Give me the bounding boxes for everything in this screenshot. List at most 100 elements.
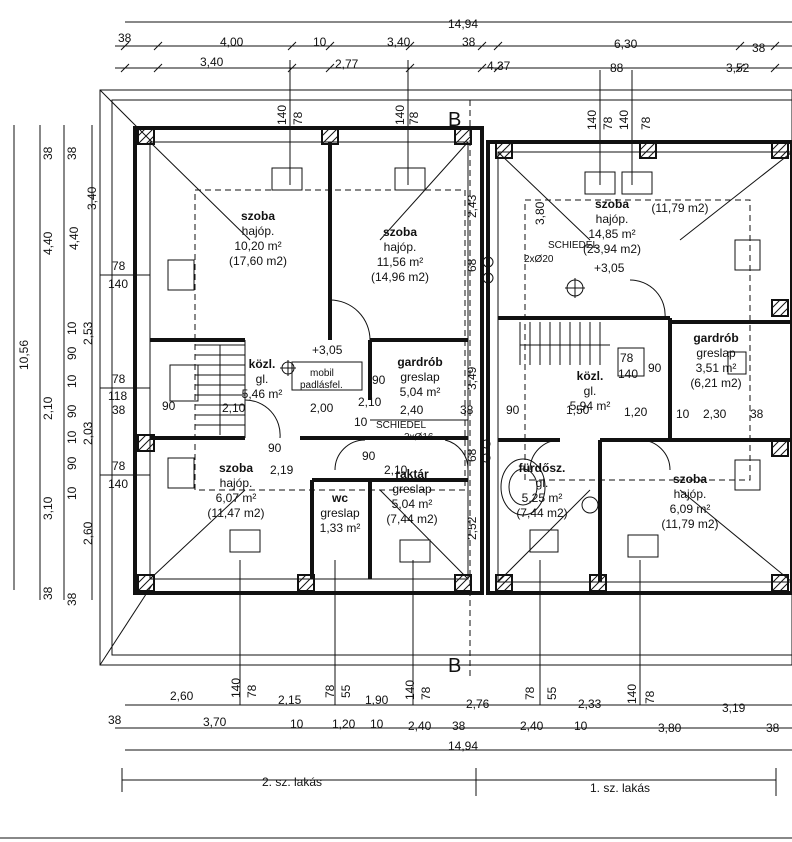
room-detail: hajóp. [242, 224, 275, 238]
bathtub-icon [500, 458, 546, 516]
schiedel-sub-2: 2xØ16 [404, 432, 434, 443]
level-mark-1: +3,05 [312, 343, 343, 357]
room-name: wc [331, 491, 348, 505]
inner-dim-38: 38 [460, 403, 474, 417]
room-detail: 14,85 m² [588, 227, 635, 241]
top-mark-6: 78 [601, 116, 615, 130]
left-third-4: 38 [65, 592, 79, 606]
bottom-mark-9: 140 [625, 684, 639, 704]
room-detail: hajóp. [220, 476, 253, 490]
toilet-icon [581, 496, 599, 514]
inner-dim-4: 1,50 [566, 403, 590, 417]
top-dim-7: 38 [752, 41, 766, 55]
room-name: fürdősz. [519, 461, 566, 475]
center-dim-3: 68 [465, 448, 479, 462]
left-wall-118: 118 [108, 389, 127, 403]
bottom-dim2-6: 2,40 [408, 719, 432, 733]
top-total-dim: 14,94 [448, 17, 478, 31]
room-name: szoba [219, 461, 253, 475]
bottom-window-marks: 140 78 78 55 140 78 78 55 140 78 [229, 560, 657, 705]
top-mark-1: 140 [275, 105, 289, 125]
top-dimensions: 14,94 38 4,00 10 3,40 38 6,30 38 3,40 2,… [115, 17, 792, 75]
top-mark-4: 78 [407, 111, 421, 125]
top-dim2-4: 88 [610, 61, 624, 75]
bottom-dim-2: 2,15 [278, 693, 302, 707]
left-inner-5: 90 [65, 404, 79, 418]
top-dim-4: 3,40 [387, 35, 411, 49]
center-dim-0: 2,43 [465, 194, 479, 218]
attic-hatch [291, 361, 363, 391]
bottom-mark-8: 55 [545, 686, 559, 700]
top-mark-3: 140 [393, 105, 407, 125]
inner-dim-3: 2,40 [400, 403, 424, 417]
columns [137, 127, 789, 592]
top-mark-5: 140 [585, 110, 599, 130]
room-name: közl. [577, 369, 604, 383]
bottom-dim2-7: 38 [452, 719, 466, 733]
room-detail: (23,94 m2) [583, 242, 641, 256]
room-detail: (7,44 m2) [386, 512, 437, 526]
bottom-dim-1: 2,60 [170, 689, 194, 703]
bottom-total-dim: 14,94 [448, 739, 478, 753]
room-detail: 10,20 m² [234, 239, 281, 253]
inner-dim-7: 2,30 [703, 407, 727, 421]
bottom-dim2-9: 10 [574, 719, 588, 733]
bottom-mark-4: 55 [339, 684, 353, 698]
inner-dim-14: 90 [506, 403, 520, 417]
top-dim-6: 6,30 [614, 37, 638, 51]
left-wall-78b: 78 [112, 372, 126, 386]
roof-hips [149, 141, 792, 583]
top-dim2-5: 3,52 [726, 61, 750, 75]
inner-dim-2: 2,10 [358, 395, 382, 409]
bottom-mark-2: 78 [245, 684, 259, 698]
left-dim-a: 3,40 [85, 186, 99, 210]
bottom-mark-7: 78 [523, 686, 537, 700]
schiedel-label-2: SCHIEDEL [376, 420, 426, 431]
bottom-dim2-4: 1,20 [332, 717, 356, 731]
room-detail: 5,04 m² [400, 385, 441, 399]
level-mark-2: +3,05 [594, 261, 625, 275]
bottom-dim-4: 2,76 [466, 697, 490, 711]
room-name: szoba [595, 197, 629, 211]
center-dimensions: 2,43 68 3,49 68 2,52 3,80 [465, 194, 547, 540]
room-detail: greslap [392, 482, 432, 496]
inner-dimensions: 2,10 2,00 2,10 2,40 1,50 1,20 10 2,30 38… [162, 373, 764, 477]
left-third-3: 2,60 [81, 521, 95, 545]
room-detail: (6,21 m2) [690, 376, 741, 390]
room-detail: 5,46 m² [242, 387, 283, 401]
roof-outline [99, 89, 792, 666]
room-detail: 1,33 m² [320, 521, 361, 535]
bottom-dim-5: 2,33 [578, 697, 602, 711]
left-dim-d: 2,10 [41, 396, 55, 420]
left-third-1: 2,53 [81, 321, 95, 345]
inner-dim-0: 2,10 [222, 401, 246, 415]
room-detail: greslap [400, 370, 440, 384]
left-dimensions: 3,40 4,40 10,56 2,10 3,10 4,40 2,53 2,03… [13, 125, 150, 606]
bottom-dim2-8: 2,40 [520, 719, 544, 733]
room-detail: 3,51 m² [696, 361, 737, 375]
center-dim-2: 3,49 [465, 366, 479, 390]
inner-dim-13: 90 [372, 373, 386, 387]
center-dim-4: 2,52 [465, 516, 479, 540]
right-center-dim-0: 3,80 [533, 201, 547, 225]
inner-dim-15: 90 [268, 441, 282, 455]
top-dim-1: 38 [118, 31, 132, 45]
room-detail: hajóp. [596, 212, 629, 226]
room-detail: (7,44 m2) [516, 506, 567, 520]
left-dim-e: 3,10 [41, 496, 55, 520]
bottom-dim2-2: 3,70 [203, 715, 227, 729]
room-detail: gl. [536, 476, 549, 490]
door-dim-140: 140 [618, 367, 638, 381]
left-inner-1: 4,40 [67, 226, 81, 250]
inner-dim-16: 90 [362, 449, 376, 463]
bottom-mark-10: 78 [643, 690, 657, 704]
stairs-right [519, 322, 610, 365]
top-mark-8: 78 [639, 116, 653, 130]
room-name: szoba [383, 225, 417, 239]
bottom-mark-1: 140 [229, 678, 243, 698]
top-mark-7: 140 [617, 110, 631, 130]
center-dim-1: 68 [465, 258, 479, 272]
room-detail: greslap [696, 346, 736, 360]
left-inner-6: 10 [65, 430, 79, 444]
